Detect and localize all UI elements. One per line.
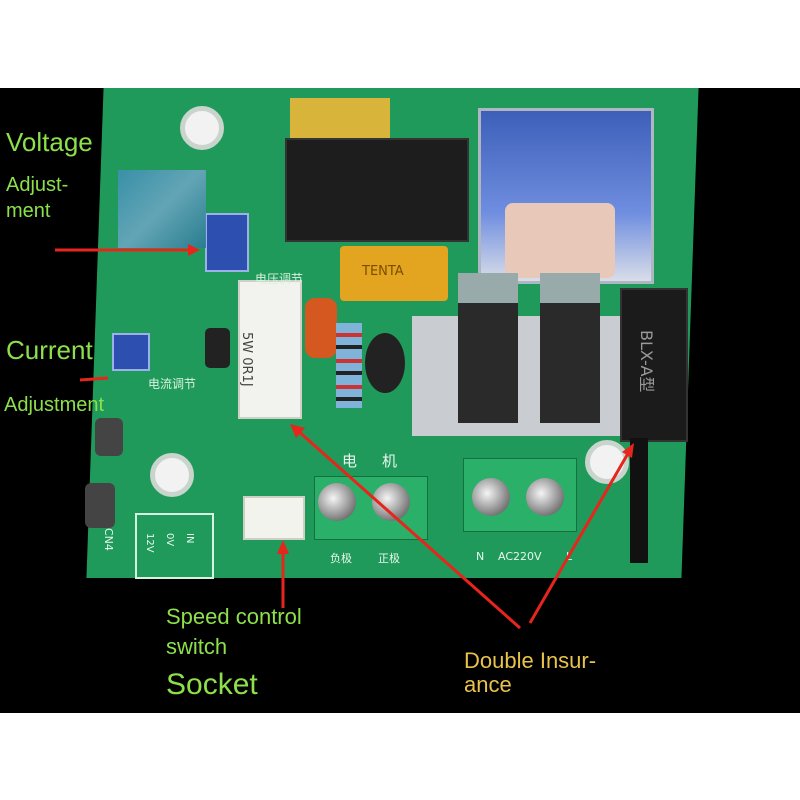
positive-pole-label: 正极 <box>378 552 400 565</box>
ac-screw-n <box>472 478 510 516</box>
current-silk-text: 电流调节 <box>148 377 197 391</box>
speed-label-1: Speed control <box>166 604 302 629</box>
insurance-arrow-2-head <box>622 443 634 458</box>
diode <box>365 333 405 393</box>
annotation-arrows <box>55 244 634 630</box>
cement-resistor: 5W 0R1J <box>238 280 302 419</box>
motor-label-2: 机 <box>382 452 398 470</box>
transistor-left <box>458 273 518 423</box>
speed-label-2: switch <box>166 634 228 659</box>
orange-capacitor <box>305 298 337 358</box>
mounting-hole-bottom-left <box>150 453 194 497</box>
electrolytic-cap-3 <box>85 483 115 528</box>
ac-label: AC220V <box>498 550 542 563</box>
voltage-silk-text: 电压调节 <box>255 272 304 286</box>
negative-pole-label: 负极 <box>330 552 352 565</box>
voltage-arrow-head <box>188 244 200 256</box>
fuse-holder: BLX-A型 <box>620 288 688 442</box>
current-sub: Adjustment <box>4 394 105 416</box>
motor-label-1: 电 <box>342 452 358 470</box>
transistor-right <box>540 273 600 423</box>
voltage-title: Voltage <box>6 127 93 157</box>
voltage-sub-1: Adjust- <box>6 174 69 196</box>
n-label: N <box>476 550 485 563</box>
insurance-arrow-1 <box>296 428 521 630</box>
current-title: Current <box>6 335 93 365</box>
inductor-yellow <box>290 98 390 138</box>
mounting-hole-top-left <box>180 106 224 150</box>
capacitor-text: TENTA <box>362 264 404 279</box>
current-potentiometer <box>112 333 150 371</box>
insurance-arrow-1-head <box>290 424 305 438</box>
striped-resistor <box>336 323 362 408</box>
cn4-outline <box>135 513 214 579</box>
ac-screw-l <box>526 478 564 516</box>
current-arrow <box>79 376 109 382</box>
voltage-potentiometer <box>205 213 249 272</box>
transformer-core <box>505 203 615 278</box>
speed-socket <box>243 496 305 540</box>
electrolytic-cap-1 <box>205 328 230 368</box>
speed-arrow-head <box>277 540 289 554</box>
insurance-label-1: Double Insur- <box>464 648 597 673</box>
photo-frame: TENTA 5W 0R1J BLX-A型 <box>0 88 800 713</box>
yellow-capacitor: TENTA <box>340 246 448 301</box>
electrolytic-cap-2 <box>95 418 123 456</box>
insurance-arrow-2 <box>528 449 632 624</box>
socket-label: Socket <box>166 668 258 701</box>
mounting-hole-bottom-right <box>585 440 629 484</box>
voltage-sub-2: ment <box>6 200 51 222</box>
fuse-leg <box>630 438 648 563</box>
voltage-ic-blurred <box>118 170 206 248</box>
motor-screw-neg <box>318 483 356 521</box>
heatsink <box>285 138 469 242</box>
insurance-label-2: ance <box>464 672 512 697</box>
